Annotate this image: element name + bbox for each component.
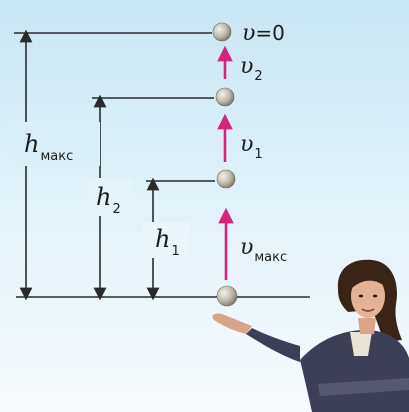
ball-icon xyxy=(212,22,232,42)
h1-subscript: 1 xyxy=(171,244,179,259)
ball-icon xyxy=(216,285,238,307)
v2-symbol: υ xyxy=(240,54,253,79)
v2-subscript: 2 xyxy=(254,69,262,84)
h1-label-bg xyxy=(143,222,189,258)
h2-label: h2 xyxy=(96,183,121,217)
ball-icon xyxy=(216,169,236,189)
h2-symbol: h xyxy=(96,183,111,211)
v1-symbol: υ xyxy=(240,132,253,157)
hmax-symbol: h xyxy=(24,130,39,158)
velocity-label-top: υ=0 xyxy=(242,21,285,46)
hmax-subscript: макс xyxy=(40,149,73,164)
velocity-label-v2: υ2 xyxy=(240,54,263,84)
velocity-label-vmax: υмакс xyxy=(240,235,287,265)
vmax-subscript: макс xyxy=(254,250,287,265)
hmax-label: hмакс xyxy=(24,130,73,164)
h2-subscript: 2 xyxy=(112,202,120,217)
velocity-label-v1: υ1 xyxy=(240,132,263,162)
velocity-top-symbol: υ xyxy=(242,21,255,46)
v1-subscript: 1 xyxy=(254,147,262,162)
h2-label-bg xyxy=(88,178,134,216)
vmax-symbol: υ xyxy=(240,235,253,260)
h1-symbol: h xyxy=(155,225,170,253)
hmax-label-bg xyxy=(14,122,100,166)
ball-icon xyxy=(215,87,235,107)
h1-label: h1 xyxy=(155,225,180,259)
velocity-top-value: =0 xyxy=(255,21,284,45)
girl-illustration xyxy=(212,259,409,412)
